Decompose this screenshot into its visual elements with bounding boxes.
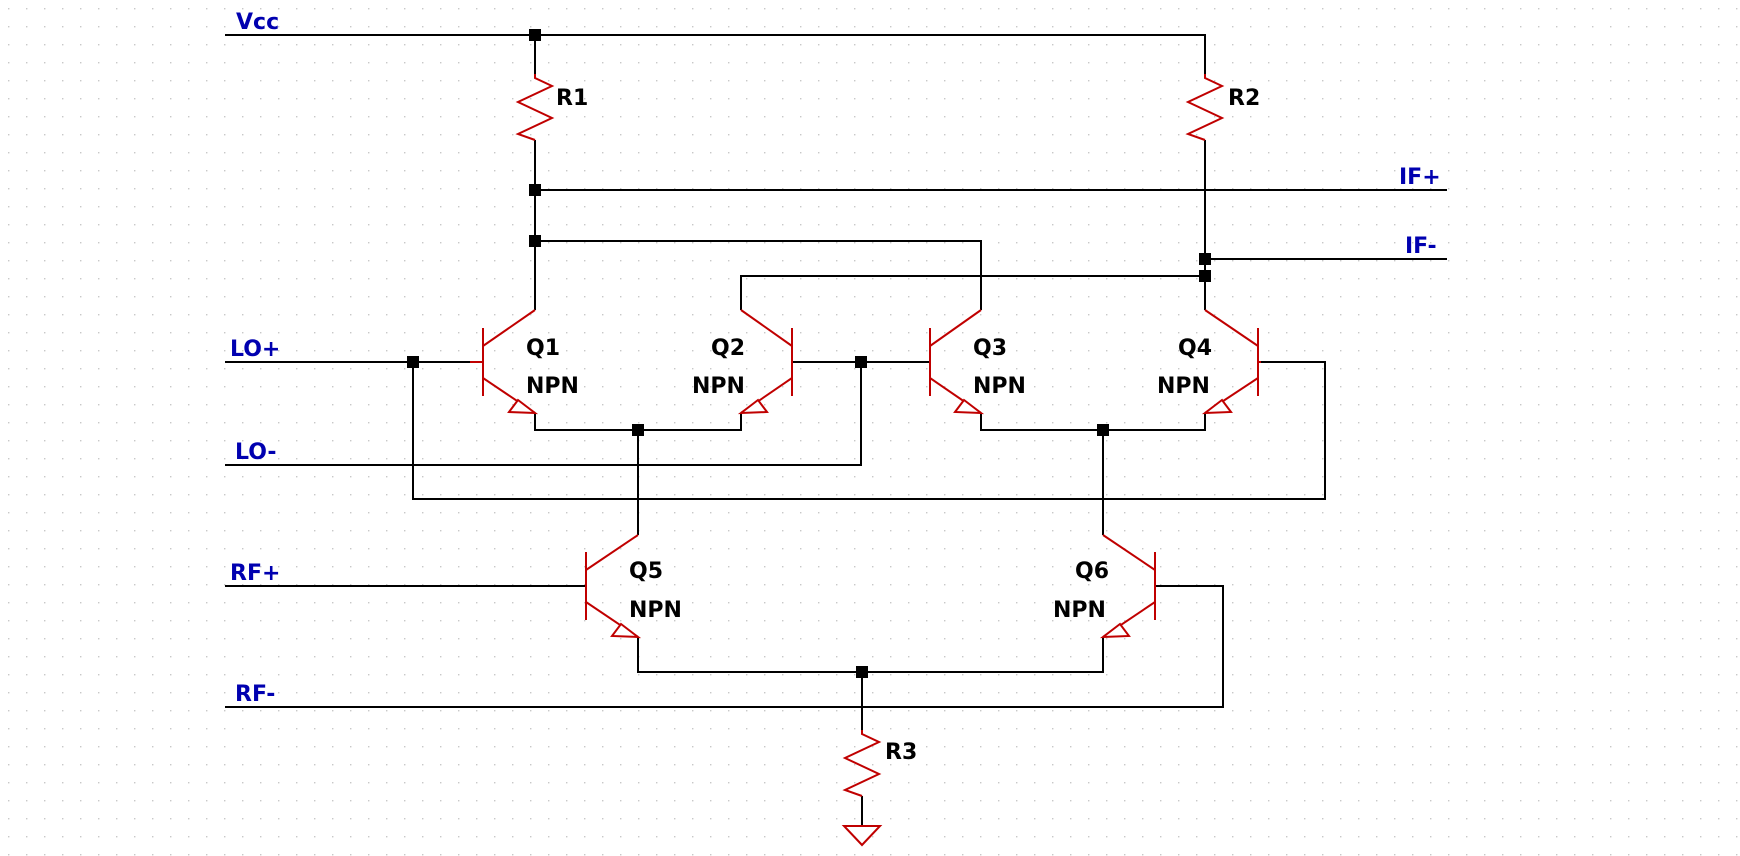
q2-type: NPN	[692, 374, 745, 399]
wire-lo-plus-to-q4	[412, 361, 1326, 500]
net-label-lo-minus: LO-	[235, 440, 276, 465]
wire-tail	[637, 637, 1104, 673]
q6-type: NPN	[1053, 598, 1106, 623]
wire-r2-q2-collector	[740, 275, 1205, 310]
transistor-q4[interactable]: Q4 NPN	[1157, 309, 1261, 415]
transistor-q5[interactable]: Q5 NPN	[585, 534, 682, 639]
net-label-if-minus: IF-	[1405, 234, 1437, 259]
q6-name: Q6	[1075, 559, 1109, 584]
junctions	[407, 29, 1211, 678]
wire-vcc-rail	[225, 34, 1206, 74]
r3-label: R3	[885, 740, 917, 765]
transistor-q1[interactable]: Q1 NPN	[470, 309, 579, 415]
r1-label: R1	[556, 86, 588, 111]
junction-dot	[855, 356, 867, 368]
junction-dot	[529, 29, 541, 41]
net-label-rf-minus: RF-	[235, 682, 275, 707]
q3-type: NPN	[973, 374, 1026, 399]
net-label-rf-plus: RF+	[230, 561, 280, 586]
net-label-lo-plus: LO+	[230, 337, 280, 362]
resistor-r1[interactable]: R1	[515, 74, 588, 141]
transistor-q3[interactable]: Q3 NPN	[929, 309, 1026, 415]
junction-dot	[632, 424, 644, 436]
r2-label: R2	[1228, 86, 1260, 111]
resistor-r2[interactable]: R2	[1185, 74, 1260, 141]
wire-lo-minus	[225, 362, 862, 466]
resistor-r3[interactable]: R3	[842, 730, 917, 797]
q1-name: Q1	[526, 336, 560, 361]
wire-r1-q3-collector	[535, 240, 982, 310]
q2-name: Q2	[711, 336, 745, 361]
wire-rf-minus	[225, 585, 1224, 708]
net-label-if-plus: IF+	[1399, 165, 1441, 190]
transistor-q6[interactable]: Q6 NPN	[1053, 534, 1156, 639]
q5-type: NPN	[629, 598, 682, 623]
junction-dot	[856, 666, 868, 678]
junction-dot	[407, 356, 419, 368]
net-labels: Vcc IF+ IF- LO+ LO- RF+ RF-	[230, 10, 1441, 707]
junction-dot	[529, 235, 541, 247]
ground-icon	[841, 825, 883, 847]
q4-name: Q4	[1178, 336, 1212, 361]
transistor-q2[interactable]: Q2 NPN	[692, 309, 793, 415]
junction-dot	[529, 184, 541, 196]
q1-type: NPN	[526, 374, 579, 399]
background-grid	[8, 8, 1738, 856]
junction-dot	[1199, 253, 1211, 265]
wires	[225, 34, 1447, 826]
junction-dot	[1199, 270, 1211, 282]
q3-name: Q3	[973, 336, 1007, 361]
wire-q3-q4-emitters	[980, 413, 1206, 431]
q4-type: NPN	[1157, 374, 1210, 399]
q5-name: Q5	[629, 559, 663, 584]
net-label-vcc: Vcc	[236, 10, 279, 35]
junction-dot	[1097, 424, 1109, 436]
